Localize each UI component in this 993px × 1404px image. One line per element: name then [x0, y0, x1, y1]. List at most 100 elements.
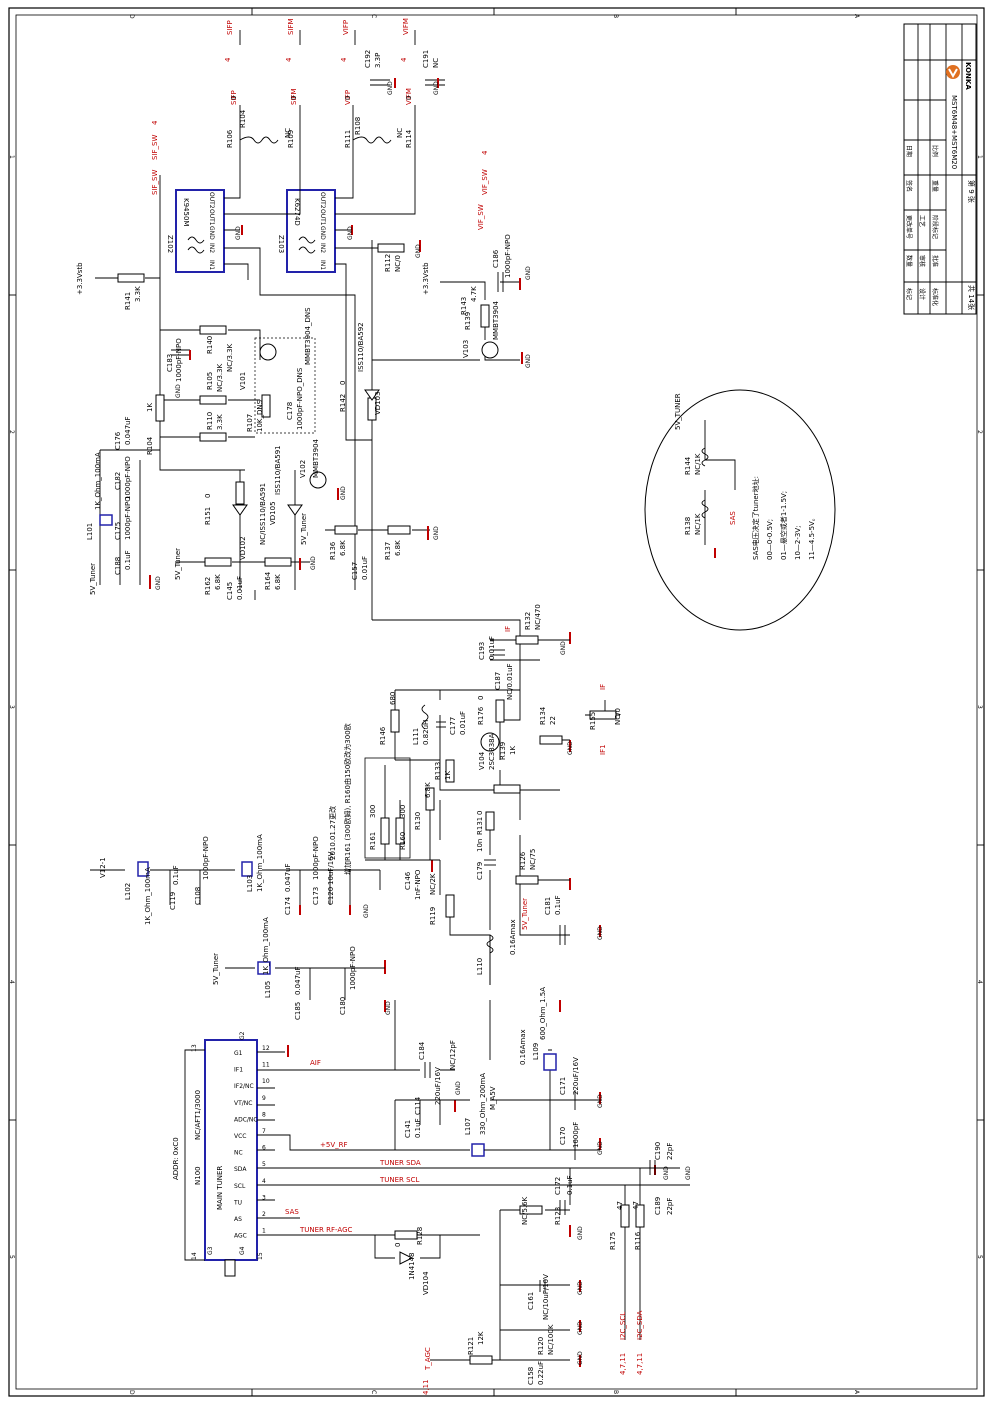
svg-text:R143: R143: [460, 297, 468, 315]
tuner-pin-name: SCL: [234, 1183, 246, 1190]
svg-text:GND: GND: [175, 384, 182, 398]
svg-text:C186: C186: [492, 249, 500, 268]
svg-text:OUT1: OUT1: [208, 209, 215, 226]
svg-text:GND: GND: [433, 526, 440, 540]
zone-top-b: B: [612, 14, 619, 18]
svg-text:L110: L110: [476, 958, 484, 975]
tuner-pin-name: IF1: [234, 1067, 243, 1074]
svg-text:4: 4: [224, 57, 232, 62]
sas-net: SAS: [729, 511, 737, 525]
svg-text:C119: C119: [169, 892, 177, 910]
svg-text:VD102: VD102: [239, 536, 247, 560]
svg-text:R133: R133: [434, 762, 442, 780]
svg-text:4: 4: [151, 120, 159, 125]
svg-text:C176: C176: [114, 431, 122, 450]
svg-text:1K: 1K: [146, 403, 154, 412]
tb-row-6: 审核: [918, 255, 926, 267]
svg-text:R116: R116: [634, 1231, 642, 1250]
svg-text:0.1uF: 0.1uF: [554, 895, 562, 915]
svg-text:V102: V102: [299, 460, 307, 478]
svg-text:1K: 1K: [509, 746, 517, 755]
svg-text:IN1: IN1: [208, 260, 215, 270]
svg-text:C192: C192: [364, 50, 372, 68]
tuner-pin-name: SDA: [234, 1166, 247, 1173]
svg-text:1000pF-NPO_DNS: 1000pF-NPO_DNS: [296, 367, 304, 430]
svg-text:0: 0: [405, 96, 413, 100]
svg-text:C188: C188: [114, 557, 122, 575]
svg-text:C180: C180: [339, 997, 347, 1015]
net-tuner-scl: TUNER SCL: [379, 1176, 419, 1184]
svg-text:L107: L107: [464, 1118, 472, 1135]
zone-bottom-a: A: [853, 1390, 860, 1395]
zone-left-3: 3: [8, 705, 15, 709]
tuner-nets: AIF +5V_RF TUNER SDA TUNER SCL SAS TUNER…: [285, 987, 674, 1395]
svg-text:G3: G3: [207, 1246, 214, 1255]
svg-text:GND: GND: [340, 486, 347, 500]
zone-labels: D C B A D C B A 1 2 3 4 5 1 2 3 4 5: [8, 14, 983, 1395]
svg-text:R112: R112: [384, 254, 392, 272]
svg-text:4,11: 4,11: [422, 1379, 430, 1395]
net-sif-sw-port: SIF_SW: [151, 135, 159, 160]
svg-text:330_Ohm_200mA: 330_Ohm_200mA: [479, 1073, 487, 1135]
svg-text:NC/1K: NC/1K: [694, 513, 702, 535]
r111-ref: R111: [344, 130, 352, 148]
z103-ref: Z103: [277, 235, 285, 253]
nc-label-a: NC: [284, 128, 292, 138]
svg-text:NC/3.3K: NC/3.3K: [226, 343, 234, 372]
svg-text:0.047uF: 0.047uF: [284, 863, 292, 892]
signal-labels-top: SIFP 4 SIFM 4 VIFP 4 VIFM 4 SIFP SIFM VI…: [76, 18, 489, 595]
svg-text:6.8K: 6.8K: [274, 574, 282, 590]
zone-left-2: 2: [8, 430, 15, 434]
svg-text:4.7K: 4.7K: [470, 286, 478, 302]
net-5v-tuner-d: 5V_Tuner: [212, 953, 220, 985]
tuner-pin-num: 8: [262, 1111, 266, 1118]
svg-text:47: 47: [616, 1201, 624, 1210]
net-if1: IF1: [599, 744, 607, 755]
tuner-pin-num: 2: [262, 1211, 266, 1218]
current-note-2: 0.16Amax: [519, 1029, 527, 1065]
svg-text:NC/10uF/10V: NC/10uF/10V: [542, 1274, 550, 1320]
svg-text:47: 47: [632, 1201, 640, 1210]
svg-text:MMBT3904: MMBT3904: [492, 300, 500, 340]
svg-text:220uF/16V: 220uF/16V: [572, 1057, 580, 1095]
svg-text:L103: L103: [246, 875, 254, 892]
svg-text:G4: G4: [239, 1246, 246, 1255]
svg-text:C185: C185: [294, 1002, 302, 1020]
svg-text:6.8K: 6.8K: [394, 540, 402, 556]
tuner-pin-name: ADC/NC: [234, 1116, 258, 1123]
saw-filter-z103: Z103 K6274D OUT2 OUT1 GND IN2 IN1: [277, 189, 336, 273]
svg-text:V103: V103: [462, 340, 470, 358]
svg-text:1K_Ohm_100mA: 1K_Ohm_100mA: [262, 917, 270, 975]
svg-text:1000pF-NPO: 1000pF-NPO: [124, 496, 132, 540]
svg-text:3.3P: 3.3P: [374, 53, 382, 68]
svg-text:1000pF-NPO: 1000pF-NPO: [312, 836, 320, 880]
zone-right-2: 2: [976, 430, 983, 434]
net-sas: SAS: [285, 1208, 299, 1216]
sheet-border: [8, 7, 985, 1397]
svg-text:R161: R161: [369, 832, 377, 850]
svg-text:NC/12pF: NC/12pF: [449, 1040, 457, 1070]
konka-logo-icon: [946, 65, 960, 79]
svg-text:0.01uF: 0.01uF: [361, 556, 369, 580]
current-note-1: 0.16Amax: [509, 919, 517, 955]
tb-row-3: 签名: [905, 180, 913, 192]
svg-text:ISS110/BA592: ISS110/BA592: [357, 322, 365, 372]
r108-ref: R108: [354, 117, 362, 135]
sheet-total: 共 14张: [967, 285, 976, 310]
r109-ref: R109: [287, 130, 295, 148]
svg-text:C146: C146: [404, 871, 412, 890]
tuner-pin-name: VCC: [234, 1133, 246, 1140]
z103-part: K6274D: [293, 198, 301, 226]
svg-text:0.82uH: 0.82uH: [422, 720, 430, 745]
saw-filter-z102: Z102 K9450M OUT2 OUT1 GND IN2 IN1: [166, 189, 225, 273]
svg-text:R144: R144: [684, 456, 692, 475]
svg-text:V104: V104: [478, 751, 486, 770]
net-5v-tuner-a: 5V_Tuner: [89, 563, 97, 595]
svg-text:6.8K: 6.8K: [339, 540, 347, 556]
svg-text:6.8K: 6.8K: [214, 574, 222, 590]
net-tuner-rf-agc: TUNER RF-AGC: [299, 1226, 352, 1234]
svg-text:0.01uF: 0.01uF: [236, 576, 244, 600]
tuner-pin-num: 3: [262, 1194, 266, 1201]
svg-text:GND: GND: [433, 81, 440, 95]
net-vifm-local: VIFM: [405, 88, 413, 105]
